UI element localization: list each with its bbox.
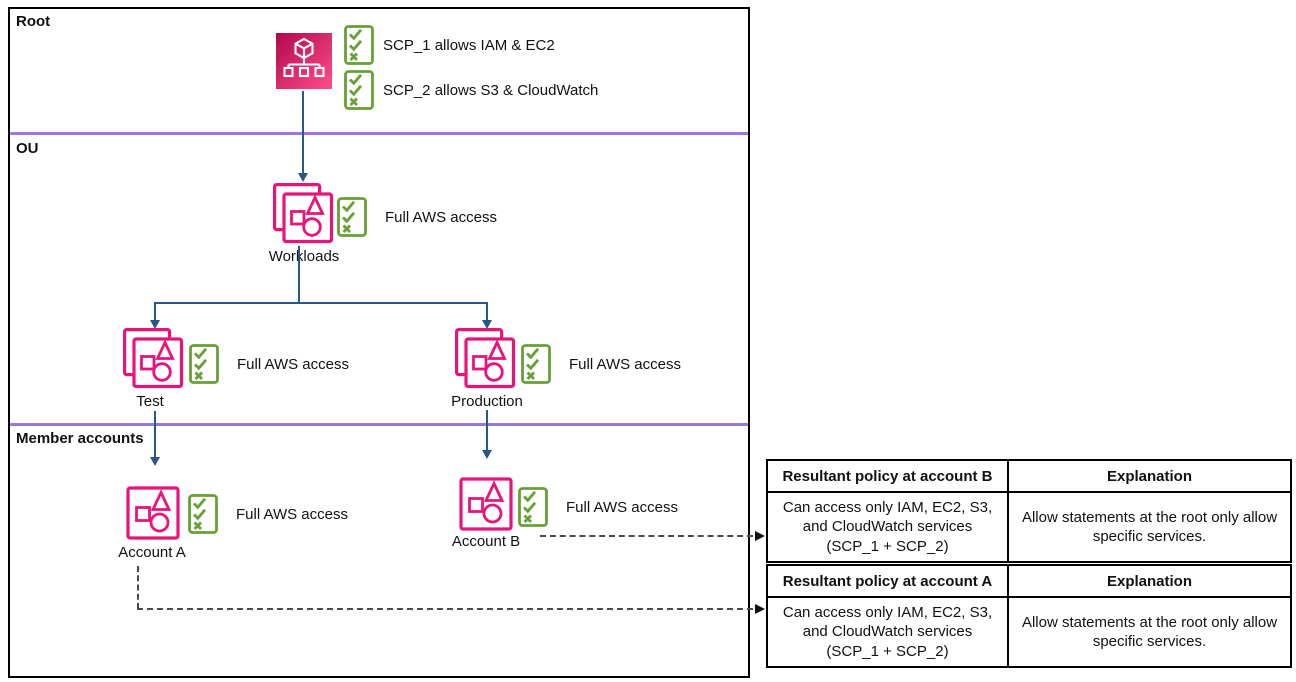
arrowhead-root-to-workloads [298, 173, 308, 182]
ou-workloads-icon [272, 183, 334, 249]
workloads-caption: Workloads [268, 248, 340, 265]
scp-2-label: SCP_2 allows S3 & CloudWatch [383, 81, 599, 99]
arrowhead-to-account-b [482, 450, 492, 459]
scp-test-icon [189, 344, 219, 389]
table-b-cell-explanation: Allow statements at the root only allow … [1007, 491, 1292, 563]
connector-workloads-stem [298, 246, 300, 303]
organization-boundary-box [8, 7, 750, 678]
connector-branch-to-test [154, 302, 156, 321]
table-b-cell-policy: Can access only IAM, EC2, S3, and CloudW… [766, 491, 1009, 563]
connector-test-to-account-a [154, 411, 156, 457]
table-b-header-policy: Resultant policy at account B [766, 459, 1009, 493]
account-b-policy-label: Full AWS access [566, 498, 678, 516]
account-b-icon [459, 477, 513, 536]
table-a-cell-explanation: Allow statements at the root only allow … [1007, 596, 1292, 668]
scp-production-icon [521, 344, 551, 389]
arrowhead-to-test [150, 320, 160, 329]
resultant-policy-table-account-b: Resultant policy at account B Explanatio… [766, 459, 1292, 563]
section-label-root: Root [16, 13, 51, 30]
arrowhead-account-a-table [755, 604, 765, 614]
resultant-policy-table-account-a: Resultant policy at account A Explanatio… [766, 564, 1292, 668]
scp-workloads-icon [337, 197, 367, 242]
scp-account-b-icon [518, 487, 548, 532]
arrowhead-account-b-table [755, 531, 765, 541]
test-caption: Test [136, 393, 164, 410]
arrowhead-to-production [482, 320, 492, 329]
account-a-caption: Account A [118, 544, 186, 561]
table-b-header-explanation: Explanation [1007, 459, 1292, 493]
table-a-cell-policy: Can access only IAM, EC2, S3, and CloudW… [766, 596, 1009, 668]
table-a-header-explanation: Explanation [1007, 564, 1292, 598]
production-policy-label: Full AWS access [569, 355, 681, 373]
connector-root-to-workloads [302, 91, 304, 173]
account-a-policy-label: Full AWS access [236, 505, 348, 523]
test-policy-label: Full AWS access [237, 355, 349, 373]
scp-1-label: SCP_1 allows IAM & EC2 [383, 36, 555, 54]
dashed-connector-account-a-to-table [137, 608, 753, 610]
ou-test-icon [122, 328, 184, 394]
workloads-policy-label: Full AWS access [385, 208, 497, 226]
separator-ou-member [10, 423, 748, 426]
table-a-header-policy: Resultant policy at account A [766, 564, 1009, 598]
arrowhead-to-account-a [150, 457, 160, 466]
separator-root-ou [10, 132, 748, 135]
connector-branch-bar [155, 302, 488, 304]
connector-branch-to-production [486, 302, 488, 321]
dashed-connector-account-a-stem [137, 566, 139, 609]
account-b-caption: Account B [451, 533, 521, 550]
aws-organizations-icon [276, 33, 332, 94]
section-label-member-accounts: Member accounts [16, 430, 144, 447]
scp-account-a-icon [188, 494, 218, 539]
scp-1-icon [344, 25, 374, 70]
connector-production-to-account-b [486, 410, 488, 450]
account-a-icon [126, 486, 180, 545]
scp-2-icon [344, 70, 374, 115]
section-label-ou: OU [16, 140, 39, 157]
ou-production-icon [454, 328, 516, 394]
dashed-connector-account-b-to-table [540, 535, 753, 537]
production-caption: Production [451, 393, 523, 410]
